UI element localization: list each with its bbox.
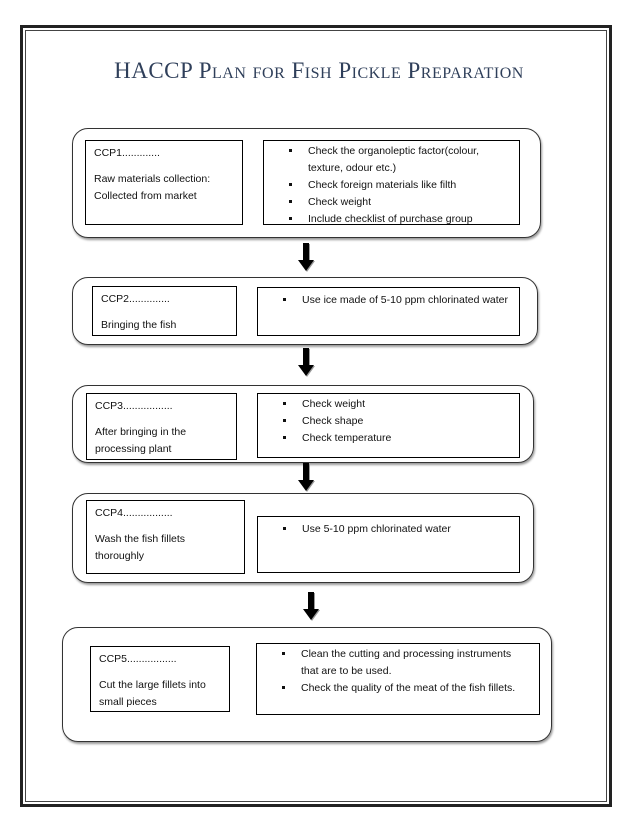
ccp5-label-box: CCP5................. Cut the large fill…: [90, 646, 230, 712]
ccp-label: CCP3.................: [95, 400, 173, 412]
check-item: Check shape: [296, 413, 511, 430]
check-item: Check temperature: [296, 430, 511, 447]
check-item: Check weight: [302, 194, 511, 211]
ccp2-group: [72, 277, 538, 345]
check-item: Check the organoleptic factor(colour, te…: [302, 143, 511, 177]
down-arrow-icon: [298, 348, 315, 377]
ccp4-group: [72, 493, 534, 583]
step-desc: Cut the large fillets into small pieces: [99, 679, 206, 708]
ccp4-label-box: CCP4................. Wash the fish fill…: [86, 500, 245, 574]
ccp-label: CCP2..............: [101, 293, 170, 305]
down-arrow-icon: [303, 592, 320, 621]
check-item: Clean the cutting and processing instrum…: [295, 646, 531, 680]
ccp5-group: [62, 627, 552, 742]
page-border: [20, 25, 612, 807]
check-item: Check foreign materials like filth: [302, 177, 511, 194]
page-border-inner: [25, 30, 607, 802]
ccp-label: CCP4.................: [95, 507, 173, 519]
check-item: Check the quality of the meat of the fis…: [295, 680, 531, 697]
ccp3-label-box: CCP3................. After bringing in …: [86, 393, 237, 460]
ccp4-checks-box: Use 5-10 ppm chlorinated water: [257, 516, 520, 573]
ccp3-checks-box: Check weight Check shape Check temperatu…: [257, 393, 520, 458]
step-desc: Raw materials collection:: [94, 173, 211, 185]
page-title: HACCP Plan for Fish Pickle Preparation: [114, 58, 524, 83]
ccp1-checks-box: Check the organoleptic factor(colour, te…: [263, 140, 520, 225]
ccp5-checks-box: Clean the cutting and processing instrum…: [256, 643, 540, 715]
check-item: Include checklist of purchase group: [302, 211, 511, 224]
step-desc: Bringing the fish: [101, 319, 177, 331]
check-item: Use ice made of 5-10 ppm chlorinated wat…: [296, 292, 511, 309]
ccp3-group: [72, 385, 534, 463]
down-arrow-icon: [298, 463, 315, 492]
ccp1-group: [72, 128, 541, 238]
ccp1-label-box: CCP1............. Raw materials collecti…: [85, 140, 243, 225]
step-desc: Wash the fish fillets thoroughly: [95, 533, 186, 562]
ccp2-checks-box: Use ice made of 5-10 ppm chlorinated wat…: [257, 287, 520, 336]
ccp2-label-box: CCP2.............. Bringing the fish: [92, 286, 237, 336]
step-desc: Collected from market: [94, 190, 197, 202]
ccp-label: CCP5.................: [99, 653, 177, 665]
check-item: Use 5-10 ppm chlorinated water: [296, 521, 511, 538]
step-desc: After bringing in the processing plant: [95, 426, 187, 455]
check-item: Check weight: [296, 396, 511, 413]
ccp-label: CCP1.............: [94, 147, 160, 159]
down-arrow-icon: [298, 243, 315, 272]
